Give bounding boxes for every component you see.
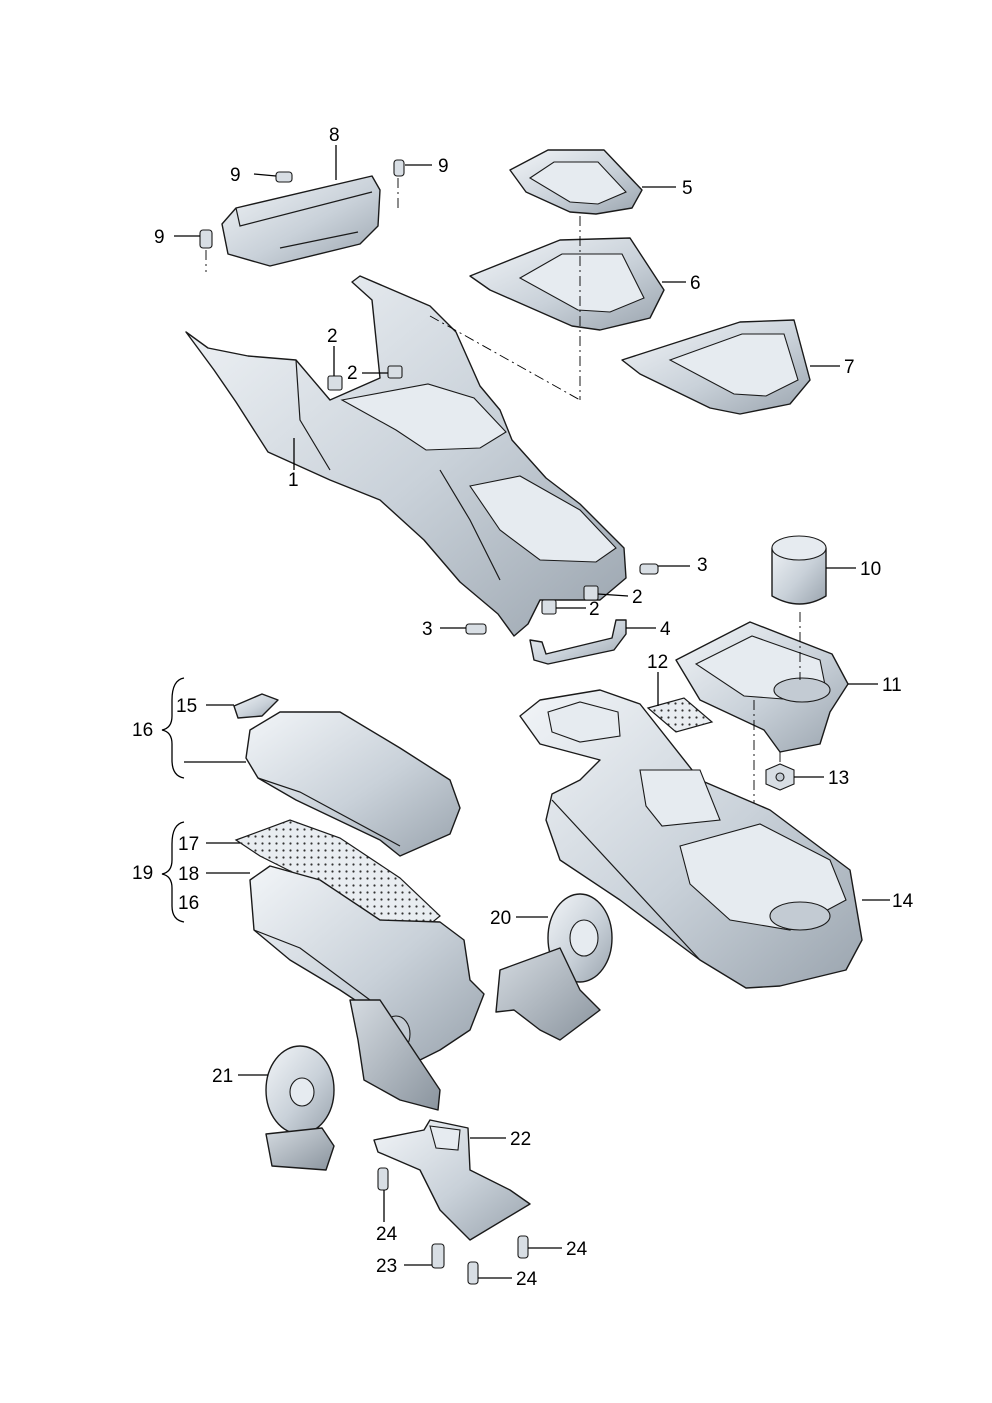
callout-3-left: 3: [422, 619, 433, 640]
part-4-bracket: [529, 619, 656, 665]
armrest-mount-bracket: [349, 999, 441, 1111]
callout-2-c: 2: [589, 599, 600, 620]
callout-5: 5: [682, 178, 693, 199]
callout-20: 20: [490, 908, 511, 929]
part-10-cup-insert: [771, 535, 856, 605]
callout-21: 21: [212, 1066, 233, 1087]
callout-16-base: 16: [178, 893, 199, 914]
callout-13: 13: [828, 768, 849, 789]
callout-9-left-top: 9: [230, 165, 241, 186]
callout-14: 14: [892, 891, 914, 912]
callout-23: 23: [376, 1256, 397, 1277]
part-22-mount-bracket: [373, 1119, 531, 1241]
clip-2-c-icon: [541, 599, 586, 615]
brace-19-icon: [161, 821, 185, 923]
callout-6: 6: [690, 273, 701, 294]
callout-3-right: 3: [697, 555, 708, 576]
callout-17: 17: [178, 834, 199, 855]
callout-18: 18: [178, 864, 199, 885]
part-7-gear-surround-trim: [621, 319, 840, 415]
brace-16-icon: [161, 677, 185, 779]
part-11-cup-holder-tray: [675, 621, 878, 753]
screw-9-left-bottom-icon: [174, 229, 213, 249]
callout-19: 19: [132, 863, 153, 884]
part-1-center-console: [185, 275, 627, 637]
callout-8: 8: [329, 125, 340, 146]
callout-2-a: 2: [327, 326, 338, 347]
callout-12: 12: [647, 652, 668, 673]
clip-2-d-icon: [583, 585, 629, 601]
screw-9-right-icon: [393, 159, 432, 177]
part-8-trim-panel: [221, 175, 381, 267]
callout-9-right: 9: [438, 156, 449, 177]
callout-16-lid: 16: [132, 720, 153, 741]
screw-3-left-icon: [440, 623, 487, 635]
part-16-armrest-lid: [245, 711, 461, 857]
clip-2-a-icon: [327, 346, 343, 391]
callout-24-c: 24: [516, 1269, 538, 1290]
callout-1: 1: [288, 470, 299, 491]
clip-2-b-icon: [362, 365, 403, 379]
part-14-rear-console: [519, 689, 890, 989]
callout-24-b: 24: [566, 1239, 588, 1260]
screw-24-b-icon: [517, 1235, 562, 1259]
callout-2-d: 2: [632, 587, 643, 608]
part-15-cap: [206, 693, 279, 719]
callout-4: 4: [660, 619, 671, 640]
screw-3-right-icon: [639, 563, 690, 575]
screw-24-a-icon: [377, 1167, 389, 1222]
part-5-gear-trim-ring: [509, 149, 676, 215]
part-12-mat: [646, 672, 714, 733]
callout-24-a: 24: [376, 1224, 398, 1245]
part-21-holder: [238, 1045, 335, 1171]
callout-10: 10: [860, 559, 881, 580]
screw-23-icon: [404, 1243, 445, 1269]
part-13-nut-icon: [765, 763, 824, 791]
callout-22: 22: [510, 1129, 531, 1150]
callout-15: 15: [176, 696, 197, 717]
screw-9-left-top-icon: [253, 171, 293, 183]
part-6-gear-surround-trim: [469, 237, 686, 331]
callout-11: 11: [882, 675, 902, 696]
callout-7: 7: [844, 357, 855, 378]
callout-2-b: 2: [347, 363, 358, 384]
callout-9-left-bottom: 9: [154, 227, 165, 248]
part-20-holder: [495, 893, 613, 1041]
screw-24-c-icon: [467, 1261, 512, 1285]
